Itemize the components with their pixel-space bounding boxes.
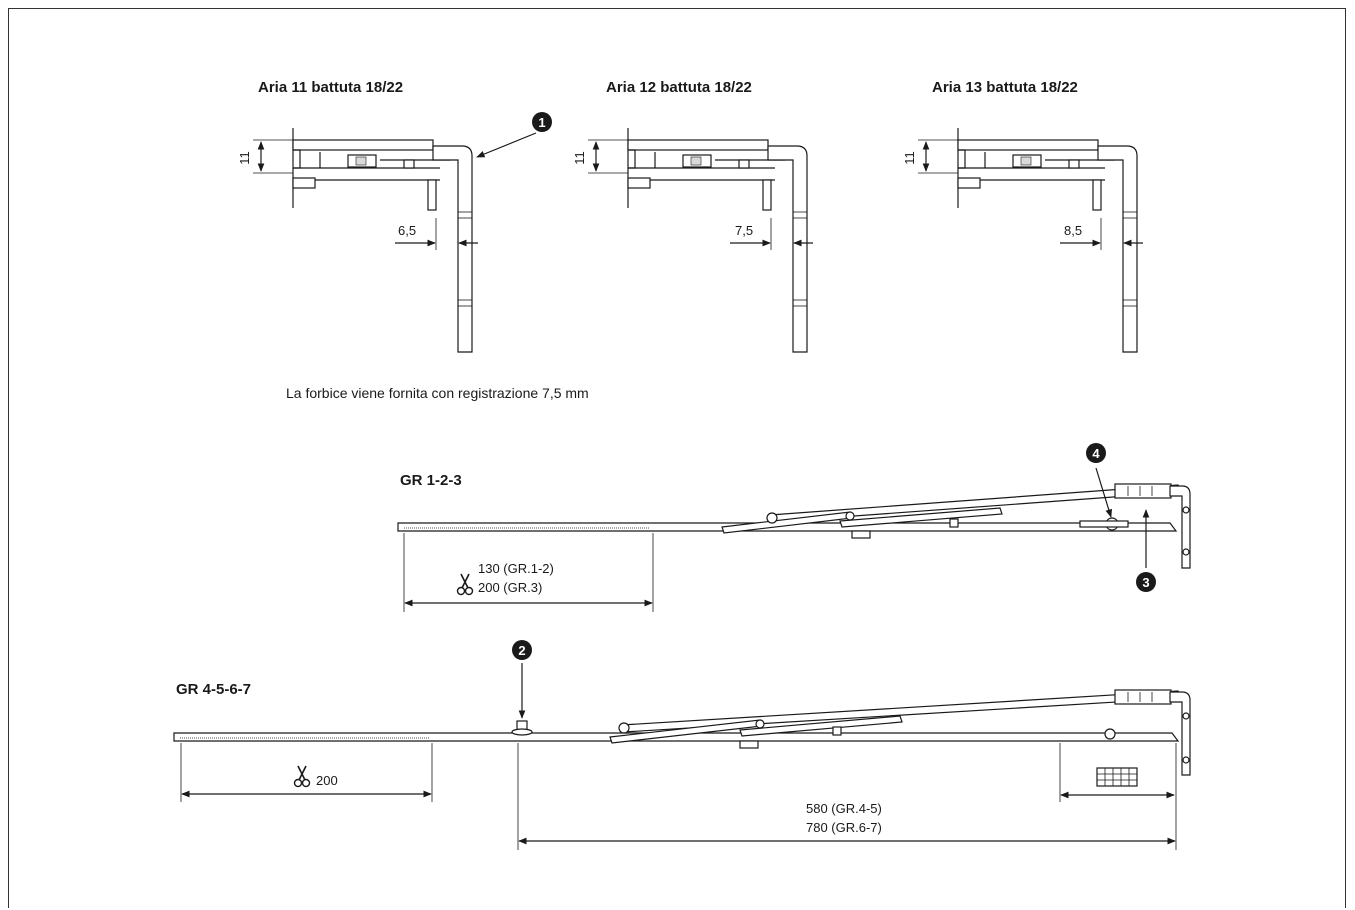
height-dim-2: 11 xyxy=(572,151,587,165)
gr4567-length-line2: 780 (GR.6-7) xyxy=(806,820,882,835)
gr123-title: GR 1-2-3 xyxy=(400,472,462,489)
offset-dim-2: 7,5 xyxy=(735,223,753,238)
callout-badge-4 xyxy=(1086,443,1106,463)
offset-dim-1: 6,5 xyxy=(398,223,416,238)
profile-title-1: Aria 11 battuta 18/22 xyxy=(258,79,403,96)
profile-section-2: Aria 12 battuta 18/22 11 xyxy=(572,79,813,353)
callout-badge-3 xyxy=(1136,572,1156,592)
profile-section-1: Aria 11 battuta 18/22 xyxy=(237,79,552,353)
scissors-icon xyxy=(293,765,311,788)
callout-number-4: 4 xyxy=(1092,446,1100,461)
callout-number-3: 3 xyxy=(1142,575,1149,590)
profile-title-3: Aria 13 battuta 18/22 xyxy=(932,79,1078,96)
callout-badge-1 xyxy=(532,112,552,132)
scissors-icon xyxy=(456,573,474,596)
gr4567-assembly: GR 4-5-6-7 xyxy=(173,640,1191,850)
callout-number-1: 1 xyxy=(538,115,545,130)
gr123-assembly: GR 1-2-3 4 xyxy=(397,443,1191,612)
profile-section-3: Aria 13 battuta 18/22 11 xyxy=(902,79,1143,353)
keypad-icon xyxy=(1096,767,1138,787)
gr123-cut-line1: 130 (GR.1-2) xyxy=(478,561,554,576)
height-dim-3: 11 xyxy=(902,151,917,165)
callout-badge-2 xyxy=(512,640,532,660)
gr4567-title: GR 4-5-6-7 xyxy=(176,681,251,698)
gr123-cut-line2: 200 (GR.3) xyxy=(478,580,542,595)
profile-title-2: Aria 12 battuta 18/22 xyxy=(606,79,752,96)
sheet-frame xyxy=(8,8,1346,908)
adjustment-note: La forbice viene fornita con registrazio… xyxy=(286,385,589,401)
callout-number-2: 2 xyxy=(518,643,525,658)
offset-dim-3: 8,5 xyxy=(1064,223,1082,238)
gr4567-length-line1: 580 (GR.4-5) xyxy=(806,801,882,816)
height-dim-1: 11 xyxy=(237,151,252,165)
gr4567-cut-label: 200 xyxy=(316,773,338,788)
